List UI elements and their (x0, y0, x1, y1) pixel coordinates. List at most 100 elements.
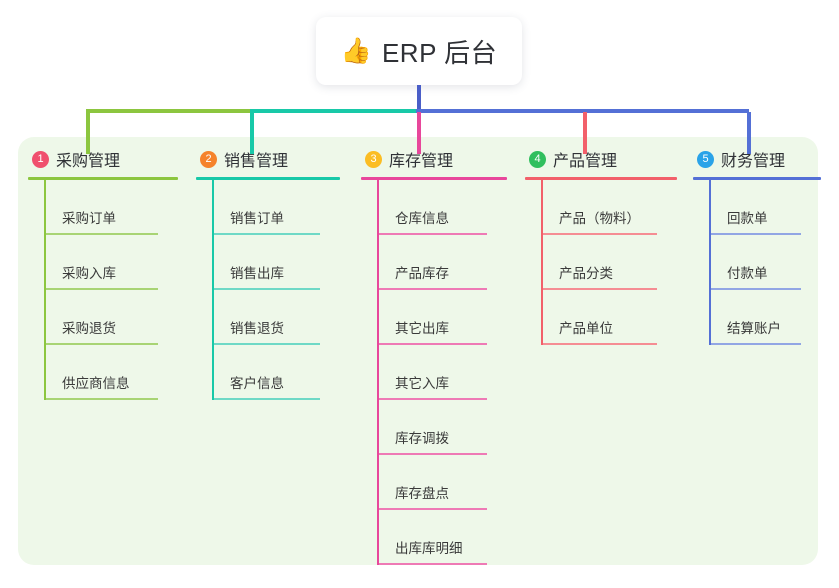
leaf-item-label: 产品分类 (559, 266, 613, 282)
branch-header-2[interactable]: 2 销售管理 (196, 147, 340, 171)
leaf-item[interactable]: 产品库存 (377, 235, 507, 290)
leaf-item[interactable]: 产品（物料） (541, 180, 677, 235)
branch-badge-5: 5 (697, 150, 714, 168)
branch-title-2: 销售管理 (224, 153, 289, 170)
leaf-item-rule (46, 343, 158, 345)
branch-spine-5 (709, 180, 711, 345)
leaf-item-rule (214, 398, 320, 400)
branch-badge-2: 2 (200, 150, 217, 168)
leaf-item-label: 采购入库 (62, 266, 116, 282)
branch-items-5: 回款单付款单结算账户 (709, 180, 821, 345)
leaf-item[interactable]: 销售退货 (212, 290, 340, 345)
branch-spine-2 (212, 180, 214, 400)
leaf-item-label: 销售出库 (230, 266, 284, 282)
branch-title-1: 采购管理 (56, 153, 121, 170)
leaf-item[interactable]: 仓库信息 (377, 180, 507, 235)
branch-header-1[interactable]: 1 采购管理 (28, 147, 178, 171)
leaf-item-rule (543, 233, 657, 235)
leaf-item[interactable]: 采购订单 (44, 180, 178, 235)
branch-drop-4 (583, 112, 587, 154)
branch-items-3: 仓库信息产品库存其它出库其它入库库存调拨库存盘点出库库明细 (377, 180, 507, 565)
leaf-item-rule (543, 343, 657, 345)
leaf-item[interactable]: 采购退货 (44, 290, 178, 345)
leaf-item-rule (214, 288, 320, 290)
root-node-card[interactable]: 👍 ERP 后台 (316, 17, 522, 85)
leaf-item-rule (46, 288, 158, 290)
leaf-item-label: 出库库明细 (395, 541, 463, 557)
branch-bar-2 (250, 109, 418, 113)
root-stem-connector (417, 85, 421, 111)
branch-bar-3 (416, 109, 749, 113)
branch-title-4: 产品管理 (553, 153, 618, 170)
leaf-item-rule (711, 343, 801, 345)
mindmap-background-panel (18, 137, 818, 565)
leaf-item[interactable]: 采购入库 (44, 235, 178, 290)
branch-underline-5 (693, 177, 821, 180)
leaf-item[interactable]: 回款单 (709, 180, 821, 235)
branch-column-5: 5 财务管理回款单付款单结算账户 (693, 147, 821, 345)
branch-bar-1 (86, 109, 252, 113)
leaf-item[interactable]: 销售出库 (212, 235, 340, 290)
leaf-item-rule (214, 233, 320, 235)
branch-header-3[interactable]: 3 库存管理 (361, 147, 507, 171)
leaf-item[interactable]: 产品单位 (541, 290, 677, 345)
branch-title-5: 财务管理 (721, 153, 786, 170)
leaf-item[interactable]: 产品分类 (541, 235, 677, 290)
leaf-item-rule (379, 343, 487, 345)
branch-underline-3 (361, 177, 507, 180)
leaf-item[interactable]: 其它入库 (377, 345, 507, 400)
leaf-item-label: 产品库存 (395, 266, 449, 282)
branch-badge-1: 1 (32, 150, 49, 168)
leaf-item-label: 结算账户 (727, 321, 781, 337)
branch-column-2: 2 销售管理销售订单销售出库销售退货客户信息 (196, 147, 340, 400)
branch-items-2: 销售订单销售出库销售退货客户信息 (212, 180, 340, 400)
leaf-item[interactable]: 付款单 (709, 235, 821, 290)
leaf-item-rule (379, 563, 487, 565)
branch-column-4: 4 产品管理产品（物料） 产品分类产品单位 (525, 147, 677, 345)
leaf-item-label: 库存盘点 (395, 486, 449, 502)
leaf-item-label: 产品单位 (559, 321, 613, 337)
leaf-item-label: 回款单 (727, 211, 768, 227)
leaf-item[interactable]: 库存调拨 (377, 400, 507, 455)
leaf-item-rule (379, 453, 487, 455)
leaf-item-rule (711, 288, 801, 290)
leaf-item-label: 供应商信息 (62, 376, 130, 392)
leaf-item[interactable]: 供应商信息 (44, 345, 178, 400)
leaf-item[interactable]: 库存盘点 (377, 455, 507, 510)
branch-title-3: 库存管理 (389, 153, 454, 170)
leaf-item[interactable]: 结算账户 (709, 290, 821, 345)
leaf-item-label: 采购订单 (62, 211, 116, 227)
leaf-item-rule (379, 508, 487, 510)
leaf-item[interactable]: 客户信息 (212, 345, 340, 400)
leaf-item-label: 销售退货 (230, 321, 284, 337)
leaf-item[interactable]: 销售订单 (212, 180, 340, 235)
branch-badge-3: 3 (365, 150, 382, 168)
leaf-item-rule (214, 343, 320, 345)
leaf-item-label: 仓库信息 (395, 211, 449, 227)
branch-spine-4 (541, 180, 543, 345)
branch-header-4[interactable]: 4 产品管理 (525, 147, 677, 171)
branch-underline-2 (196, 177, 340, 180)
leaf-item-label: 付款单 (727, 266, 768, 282)
leaf-item-label: 其它入库 (395, 376, 449, 392)
branch-header-5[interactable]: 5 财务管理 (693, 147, 821, 171)
branch-column-3: 3 库存管理仓库信息产品库存其它出库其它入库库存调拨库存盘点出库库明细 (361, 147, 507, 565)
branch-badge-4: 4 (529, 150, 546, 168)
leaf-item-label: 产品（物料） (559, 211, 640, 227)
branch-drop-1 (86, 112, 90, 154)
leaf-item-label: 采购退货 (62, 321, 116, 337)
root-node-title: ERP 后台 (381, 37, 498, 68)
branch-column-1: 1 采购管理采购订单采购入库采购退货供应商信息 (28, 147, 178, 400)
branch-underline-1 (28, 177, 178, 180)
branch-drop-3 (417, 112, 421, 154)
leaf-item-label: 其它出库 (395, 321, 449, 337)
branch-spine-3 (377, 180, 379, 565)
branch-drop-5 (747, 112, 751, 154)
branch-items-4: 产品（物料） 产品分类产品单位 (541, 180, 677, 345)
leaf-item-rule (46, 398, 158, 400)
leaf-item[interactable]: 其它出库 (377, 290, 507, 345)
leaf-item[interactable]: 出库库明细 (377, 510, 507, 565)
leaf-item-rule (379, 398, 487, 400)
leaf-item-rule (379, 288, 487, 290)
leaf-item-label: 库存调拨 (395, 431, 449, 447)
